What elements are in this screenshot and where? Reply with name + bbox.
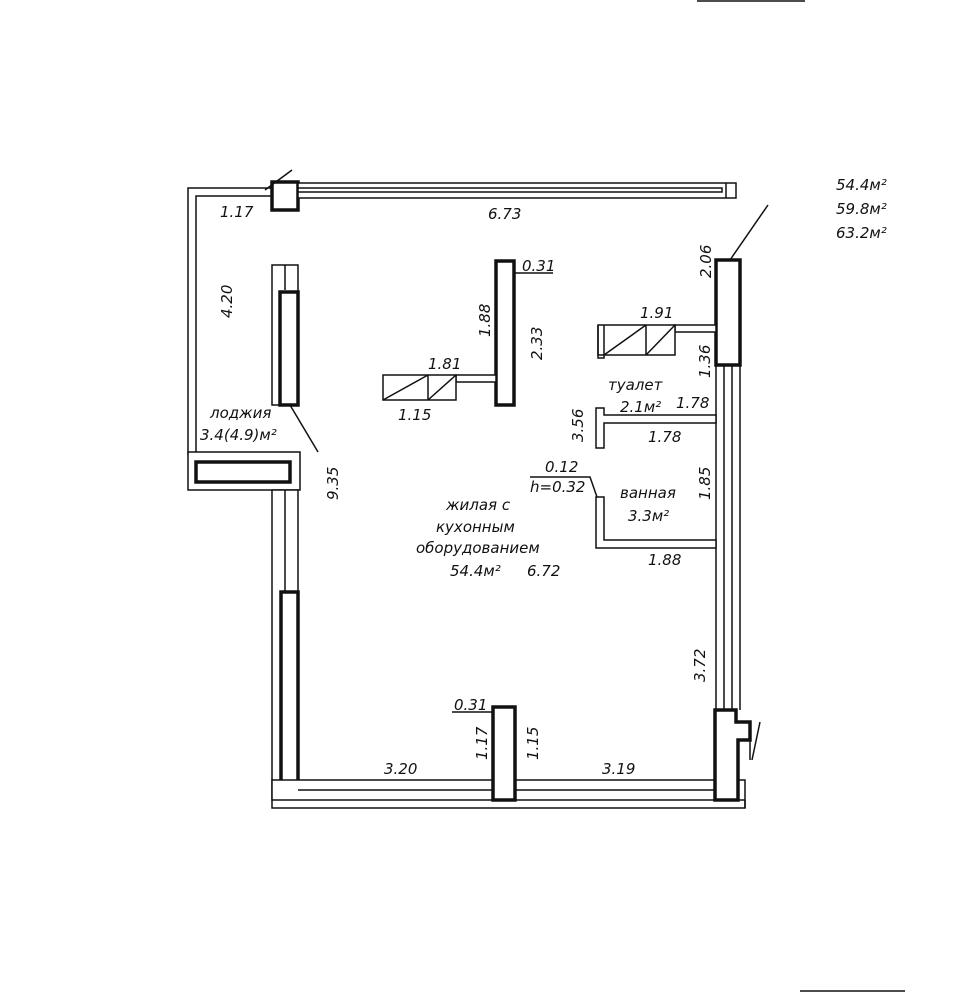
dim-top: 6.73 (488, 205, 521, 223)
dim-bath-188: 1.88 (648, 551, 681, 569)
central-partition (494, 259, 516, 407)
dim-top-left: 1.17 (220, 203, 254, 221)
bottom-middle-column (491, 705, 517, 802)
left-wall-upper (278, 290, 300, 407)
top-left-column (270, 180, 300, 212)
dim-012: 0.12 (545, 458, 578, 476)
dim-319: 3.19 (602, 760, 635, 778)
dim-233: 2.33 (528, 327, 546, 360)
toilet-name: туалет (608, 376, 664, 394)
dim-372: 3.72 (691, 649, 709, 682)
summary-areas: 54.4м² 59.8м² 63.2м² (836, 176, 887, 242)
dim-188-partition: 1.88 (476, 304, 494, 337)
dim-h: h=0.32 (530, 478, 585, 496)
right-wall-upper (714, 258, 742, 367)
living-area: 54.4м² (450, 562, 501, 580)
dim-toilet-178a: 1.78 (676, 394, 709, 412)
dim-bottom-115: 1.15 (524, 727, 542, 760)
dim-672: 6.72 (527, 562, 560, 580)
dim-136: 1.36 (696, 345, 714, 378)
cabinet-left (382, 374, 457, 401)
walls (187, 169, 761, 809)
loggia-area: 3.4(4.9)м² (200, 426, 277, 444)
left-wall-lower (279, 590, 300, 797)
living-name-3: оборудованием (416, 539, 540, 557)
dim-toilet-178b: 1.78 (648, 428, 681, 446)
room-labels: лоджия 3.4(4.9)м² жилая с кухонным обору… (200, 376, 676, 580)
loggia-name: лоджия (209, 404, 271, 422)
toilet-area: 2.1м² (620, 398, 661, 416)
dim-115: 1.15 (398, 406, 431, 424)
bathroom-name: ванная (620, 484, 676, 502)
dim-320: 3.20 (384, 760, 417, 778)
area-total-3: 63.2м² (836, 224, 887, 242)
loggia-wall (194, 460, 292, 484)
dim-left-loggia: 4.20 (218, 285, 236, 318)
dim-bottom-117: 1.17 (473, 726, 491, 760)
area-total-1: 54.4м² (836, 176, 887, 194)
bathroom-wall (595, 496, 717, 549)
dim-wall-top: 0.31 (522, 257, 555, 275)
living-name-1: жилая с (445, 496, 511, 514)
dim-wall-bottom: 0.31 (454, 696, 487, 714)
dim-185: 1.85 (696, 467, 714, 500)
living-name-2: кухонным (436, 518, 515, 536)
leader-lines (289, 204, 769, 713)
dim-206: 2.06 (697, 245, 715, 278)
area-total-2: 59.8м² (836, 200, 887, 218)
dim-935: 9.35 (324, 467, 342, 500)
bathroom-area: 3.3м² (628, 507, 669, 525)
dimension-labels: 1.17 6.73 4.20 9.35 0.31 1.88 2.33 1.81 … (218, 203, 715, 778)
dim-356: 3.56 (569, 409, 587, 442)
toilet-wall (595, 407, 717, 449)
dim-181: 1.81 (428, 355, 461, 373)
dim-191: 1.91 (640, 304, 673, 322)
